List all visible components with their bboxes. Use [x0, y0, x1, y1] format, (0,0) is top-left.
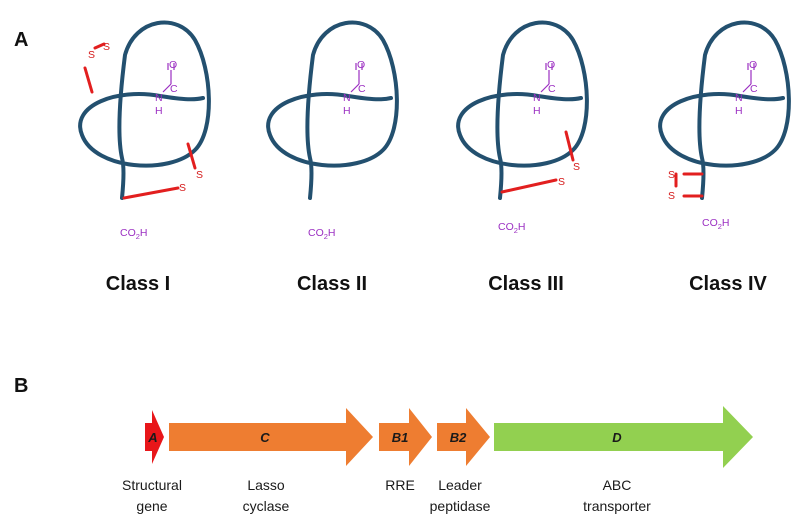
- sulfur-label: S: [103, 41, 110, 53]
- panel-a-letter: A: [14, 29, 28, 51]
- class-iv-title: Class IV: [689, 273, 767, 295]
- disulfide-bond: [500, 130, 575, 194]
- hydrogen-label: H: [735, 105, 743, 117]
- class-i-structure: S S S S O C N H CO2H Class I: [78, 20, 211, 295]
- sulfur-label: S: [668, 190, 675, 202]
- nitrogen-label: N: [533, 92, 541, 104]
- oxygen-label: O: [169, 59, 177, 71]
- carbon-label: C: [750, 83, 758, 95]
- panel-b-letter: B: [14, 375, 28, 397]
- gene-arrow-a: [145, 410, 164, 464]
- gene-arrow-b1: [379, 408, 432, 466]
- class-iii-title: Class III: [488, 273, 564, 295]
- class-ii-structure: O C N H CO2H Class II: [266, 20, 399, 295]
- gene-c-letter: C: [260, 430, 270, 445]
- gene-a-label-line1: Structural: [122, 477, 182, 493]
- gene-arrow-d: [494, 406, 753, 468]
- gene-b2-label-line1: Leader: [438, 477, 482, 493]
- sulfur-label: S: [179, 182, 186, 194]
- gene-b1-letter: B1: [392, 430, 409, 445]
- sulfur-label: S: [573, 161, 580, 173]
- carboxyl-label: CO2H: [308, 227, 336, 241]
- gene-d-letter: D: [612, 430, 622, 445]
- class-ii-title: Class II: [297, 273, 367, 295]
- nitrogen-label: N: [343, 92, 351, 104]
- sulfur-label: S: [88, 49, 95, 61]
- class-iv-structure: S S O C N H CO2H Class IV: [658, 20, 791, 295]
- hydrogen-label: H: [343, 105, 351, 117]
- oxygen-label: O: [749, 59, 757, 71]
- carboxyl-label: CO2H: [702, 217, 730, 231]
- disulfide-bond-top: [83, 42, 106, 94]
- oxygen-label: O: [357, 59, 365, 71]
- gene-c-label-line1: Lasso: [247, 477, 285, 493]
- carboxyl-label: CO2H: [120, 227, 148, 241]
- nitrogen-label: N: [735, 92, 743, 104]
- carbon-label: C: [358, 83, 366, 95]
- gene-b2-letter: B2: [450, 430, 467, 445]
- sulfur-label: S: [668, 169, 675, 181]
- gene-arrow-b2: [437, 408, 490, 466]
- disulfide-bond-bottom: [122, 142, 197, 200]
- gene-a-label-line2: gene: [136, 498, 167, 514]
- class-i-title: Class I: [106, 273, 170, 295]
- gene-b2-label-line2: peptidase: [430, 498, 491, 514]
- carboxyl-label: CO2H: [498, 221, 526, 235]
- sulfur-label: S: [558, 176, 565, 188]
- carbon-label: C: [548, 83, 556, 95]
- hydrogen-label: H: [155, 105, 163, 117]
- gene-d-label-line2: transporter: [583, 498, 651, 514]
- gene-d-label-line1: ABC: [603, 477, 632, 493]
- disulfide-bond: [674, 172, 704, 198]
- gene-cluster: A Structural gene C Lasso cyclase B1 RRE…: [122, 406, 753, 514]
- gene-c-label-line2: cyclase: [243, 498, 290, 514]
- carbon-label: C: [170, 83, 178, 95]
- nitrogen-label: N: [155, 92, 163, 104]
- gene-a-letter: A: [147, 430, 157, 445]
- hydrogen-label: H: [533, 105, 541, 117]
- sulfur-label: S: [196, 169, 203, 181]
- class-iii-structure: S S O C N H CO2H Class III: [456, 20, 589, 295]
- oxygen-label: O: [547, 59, 555, 71]
- gene-arrow-c: [169, 408, 373, 466]
- gene-b1-label-line1: RRE: [385, 477, 415, 493]
